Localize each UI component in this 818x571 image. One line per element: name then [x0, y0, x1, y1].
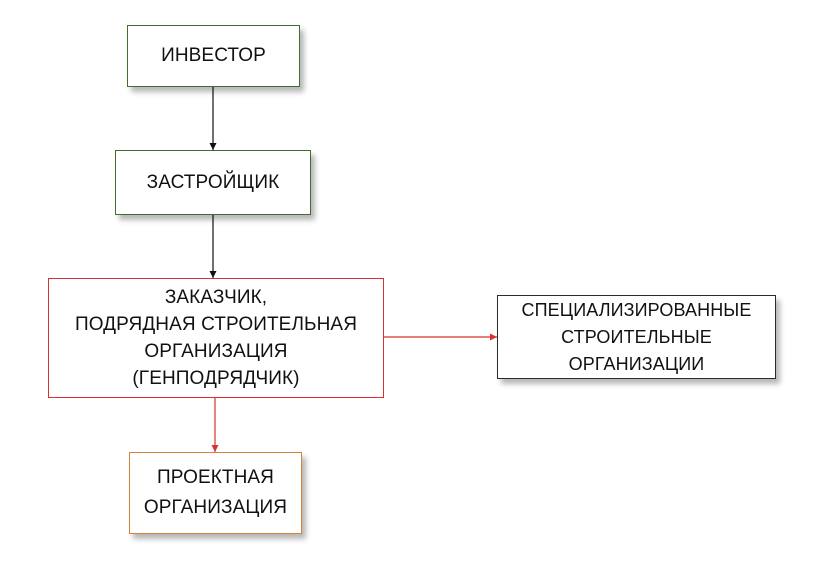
design-organization-node: ПРОЕКТНАЯ ОРГАНИЗАЦИЯ — [129, 452, 302, 534]
investor-node: ИНВЕСТОР — [127, 25, 300, 87]
customer-general-contractor-node: ЗАКАЗЧИК, ПОДРЯДНАЯ СТРОИТЕЛЬНАЯ ОРГАНИЗ… — [48, 278, 384, 398]
developer-node: ЗАСТРОЙЩИК — [115, 150, 311, 215]
specialized-construction-organizations-node: СПЕЦИАЛИЗИРОВАННЫЕ СТРОИТЕЛЬНЫЕ ОРГАНИЗА… — [497, 295, 776, 379]
